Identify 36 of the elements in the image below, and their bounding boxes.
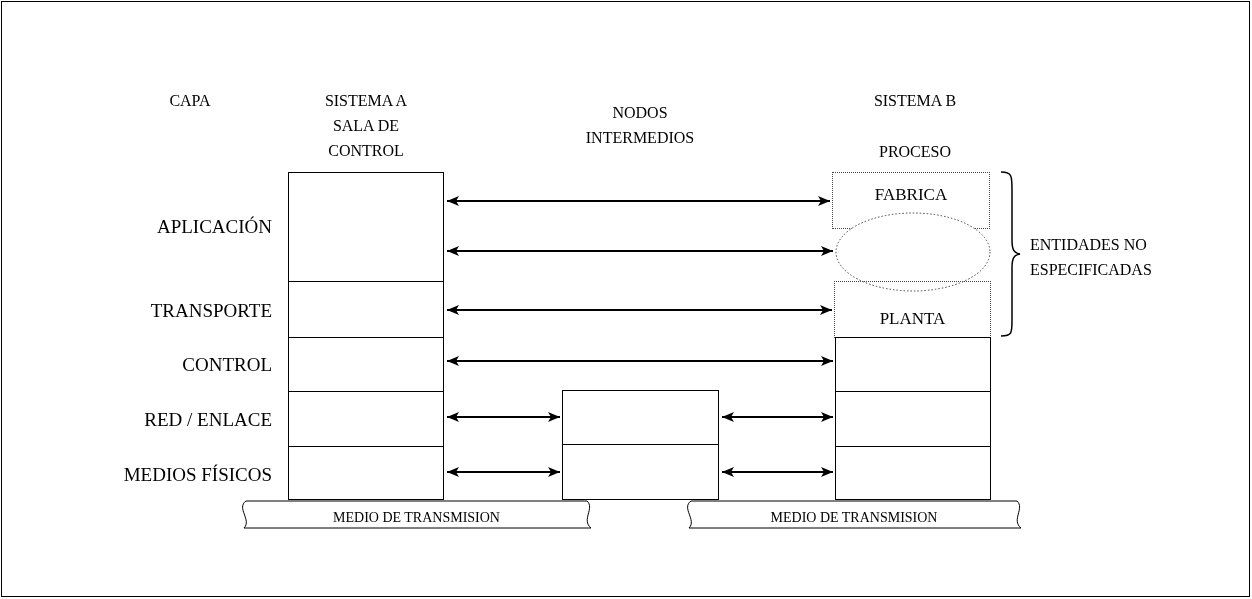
layer-name: CONTROL xyxy=(181,353,272,377)
layer-name: TRANSPORTE xyxy=(149,299,272,323)
double-arrow xyxy=(446,467,561,477)
bracket-note: ENTIDADES NO ESPECIFICADAS xyxy=(1030,235,1153,280)
layer-box xyxy=(835,391,991,447)
layer-name: MEDIOS FÍSICOS xyxy=(122,463,272,487)
layer-box xyxy=(288,391,444,447)
double-arrow xyxy=(446,356,834,366)
double-arrow xyxy=(446,246,834,256)
transmission-medium-band xyxy=(685,500,1023,529)
layer-name: RED / ENLACE xyxy=(143,408,272,432)
dotted-ellipse xyxy=(835,212,991,292)
double-arrow xyxy=(446,305,833,315)
layer-box xyxy=(835,446,991,500)
layer-box xyxy=(288,446,444,500)
double-arrow xyxy=(446,196,831,206)
layer-box xyxy=(562,390,719,445)
double-arrow xyxy=(721,412,834,422)
column-heading: SISTEMA B xyxy=(872,91,958,111)
column-heading: CAPA xyxy=(168,91,212,111)
double-arrow xyxy=(721,467,834,477)
layer-name: APLICACIÓN xyxy=(155,215,272,239)
layer-box xyxy=(288,281,444,338)
layer-box xyxy=(288,337,444,392)
column-heading: PROCESO xyxy=(878,142,952,162)
layer-box xyxy=(288,172,444,282)
node-label: PLANTA xyxy=(879,309,946,329)
column-heading: SISTEMA A SALA DE CONTROL xyxy=(323,91,409,161)
band-label: MEDIO DE TRANSMISION xyxy=(333,509,500,526)
band-label: MEDIO DE TRANSMISION xyxy=(770,509,938,526)
layer-box xyxy=(835,337,991,392)
double-arrow xyxy=(446,412,561,422)
column-heading: NODOS INTERMEDIOS xyxy=(584,103,696,148)
layer-box xyxy=(562,444,719,500)
transmission-medium-band xyxy=(240,500,593,529)
node-label: FABRICA xyxy=(874,185,948,205)
